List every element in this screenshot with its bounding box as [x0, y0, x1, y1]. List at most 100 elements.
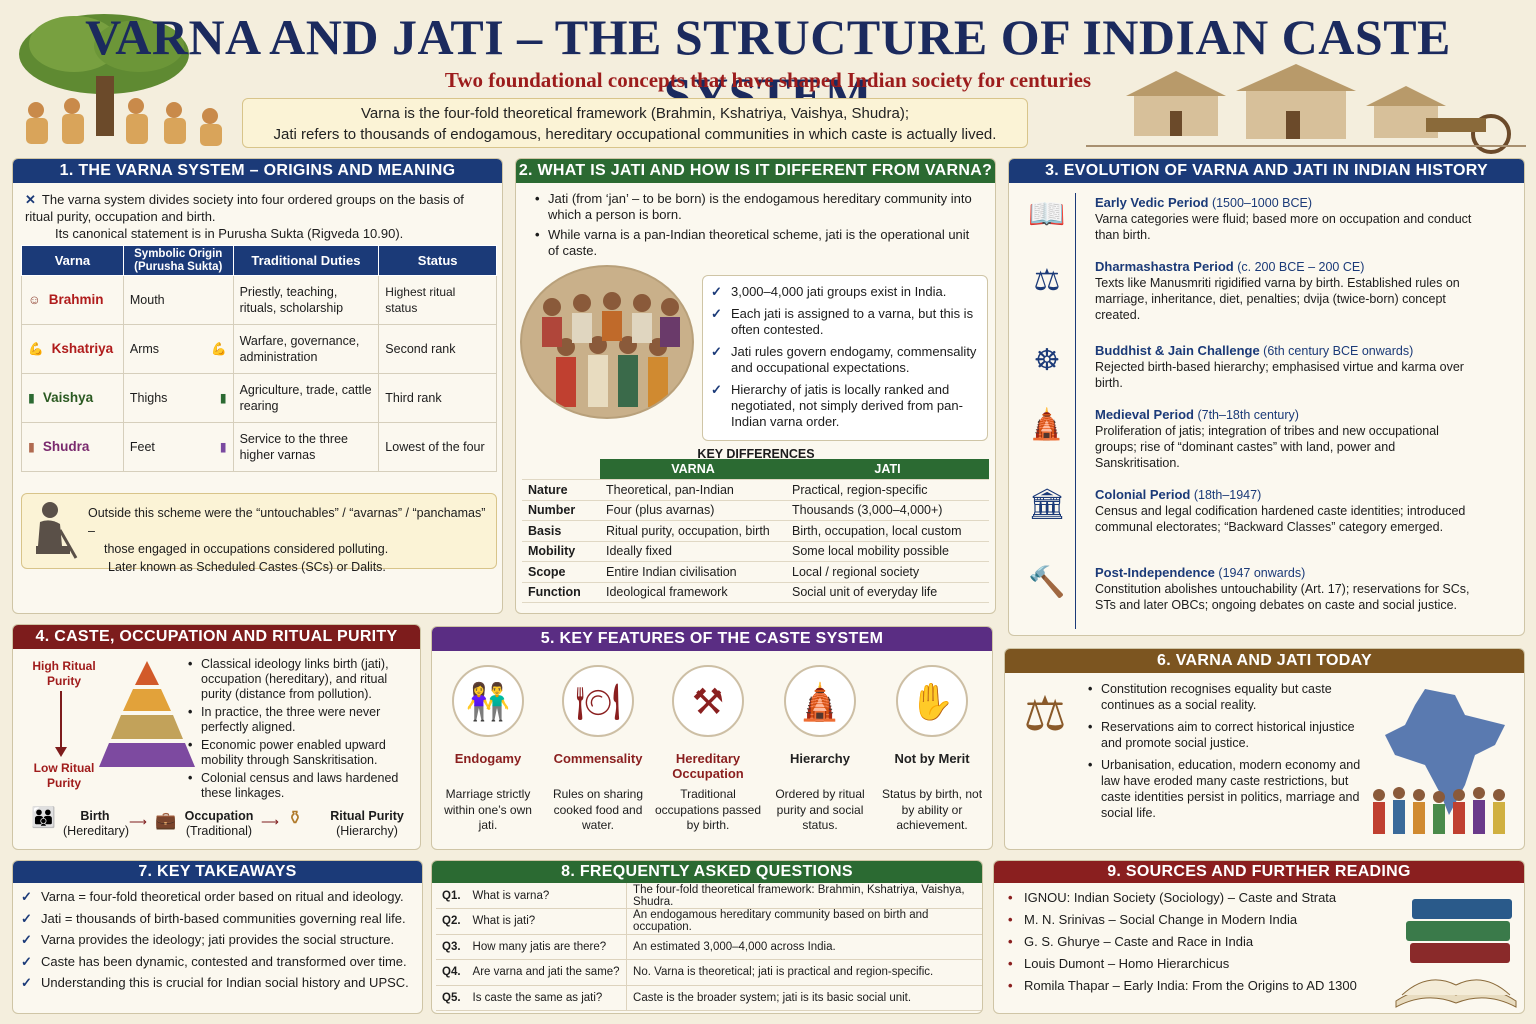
kd-varna: Ritual purity, occupation, birth	[600, 520, 786, 542]
foot-icon: ▮	[28, 440, 35, 454]
kd-label: Basis	[522, 520, 600, 542]
period-name: Post-Independence	[1095, 565, 1215, 580]
section-jati: 2. WHAT IS JATI AND HOW IS IT DIFFERENT …	[515, 158, 996, 614]
feature-not-by-merit: ✋ Not by Merit Status by birth, not by a…	[878, 665, 986, 834]
section-key-features: 5. KEY FEATURES OF THE CASTE SYSTEM 👫 En…	[431, 626, 993, 850]
intro-line-2: Jati refers to thousands of endogamous, …	[273, 126, 997, 143]
jati-fact: Jati rules govern endogamy, commensality…	[707, 344, 981, 376]
section-8-title: 8. FREQUENTLY ASKED QUESTIONS	[432, 861, 982, 883]
period-date: (6th century BCE onwards)	[1263, 344, 1414, 358]
books-illustration	[1392, 891, 1522, 1011]
leg-icon: ▮	[28, 391, 35, 405]
takeaway-list: Varna = four-fold theoretical order base…	[13, 883, 422, 991]
faq-question: Is caste the same as jati?	[466, 985, 628, 1011]
outside-scheme-box: Outside this scheme were the “untouchabl…	[21, 493, 497, 574]
flow-row: 👪 Birth(Hereditary) ⟶ 💼 Occupation(Tradi…	[29, 807, 419, 843]
feature-name: Hereditary Occupation	[672, 751, 744, 781]
timeline-item: Medieval Period (7th–18th century)Prolif…	[1095, 407, 1475, 471]
page-title: VARNA AND JATI – THE STRUCTURE OF INDIAN…	[85, 9, 1451, 123]
tree-illustration	[14, 6, 234, 152]
page-subtitle: Two foundational concepts that have shap…	[444, 68, 1092, 92]
section-varna-system: 1. THE VARNA SYSTEM – ORIGINS AND MEANIN…	[12, 158, 503, 614]
flow-birth: Birth	[80, 809, 110, 823]
feature-desc: Marriage strictly within one’s own jati.	[444, 787, 532, 832]
faq-row[interactable]: Q2.What is jati?An endogamous hereditary…	[436, 908, 982, 935]
feature-endogamy: 👫 Endogamy Marriage strictly within one’…	[434, 665, 542, 834]
low-purity-label: Low Ritual Purity	[33, 761, 95, 790]
sweeper-icon	[30, 500, 80, 562]
intro-box: Varna is the four-fold theoretical frame…	[242, 98, 1028, 148]
feature-name: Not by Merit	[894, 751, 970, 766]
feature-desc: Traditional occupations passed by birth.	[654, 787, 762, 832]
faq-question: What is varna?	[466, 883, 628, 909]
kd-jati: Birth, occupation, local custom	[786, 520, 989, 542]
stop-hand-icon: ✋	[896, 665, 968, 737]
jati-bullet: While varna is a pan-Indian theoretical …	[532, 227, 982, 259]
section-7-title: 7. KEY TAKEAWAYS	[13, 861, 422, 883]
faq-row[interactable]: Q1.What is varna?The four-fold theoretic…	[436, 883, 982, 909]
duties-cell: Agriculture, trade, cattle rearing	[232, 373, 380, 423]
jati-bullet: Jati (from ‘jan’ – to be born) is the en…	[532, 191, 982, 223]
duties-cell: Warfare, governance, administration	[232, 324, 380, 374]
jati-fact: Hierarchy of jatis is locally ranked and…	[707, 382, 981, 430]
varna-intro: ✕The varna system divides society into f…	[25, 191, 485, 242]
table-row: ▮Shudra Feet▮ Service to the three highe…	[21, 422, 497, 472]
th-varna: Varna	[21, 245, 124, 276]
period-name: Dharmashastra Period	[1095, 259, 1234, 274]
origin-cell: Feet	[129, 440, 155, 454]
scales-icon: ⚖	[1023, 688, 1067, 741]
faq-number: Q1.	[436, 883, 467, 909]
kd-label: Function	[522, 582, 600, 603]
couple-icon: 👫	[452, 665, 524, 737]
faq-answer: An endogamous hereditary community based…	[626, 908, 982, 935]
purity-bullets: Classical ideology links birth (jati), o…	[185, 657, 415, 804]
faq-question: Are varna and jati the same?	[466, 959, 628, 986]
period-date: (1500–1000 BCE)	[1211, 196, 1313, 210]
purity-bullet: Colonial census and laws hardened these …	[185, 771, 415, 801]
faq-answer: An estimated 3,000–4,000 across India.	[626, 934, 982, 960]
outside-line-3: Later known as Scheduled Castes (SCs) or…	[108, 560, 386, 574]
scales-icon: ⚖	[1033, 264, 1061, 297]
briefcase-icon: 💼	[155, 811, 177, 830]
period-date: (c. 200 BCE – 200 CE)	[1237, 260, 1365, 274]
jati-facts-box: 3,000–4,000 jati groups exist in India. …	[702, 275, 988, 441]
varna-name: Shudra	[42, 439, 90, 454]
section-1-title: 1. THE VARNA SYSTEM – ORIGINS AND MEANIN…	[13, 159, 502, 183]
period-name: Early Vedic Period	[1095, 195, 1209, 210]
feature-desc: Rules on sharing cooked food and water.	[552, 787, 644, 832]
kd-col-varna: VARNA	[600, 459, 786, 480]
arm-icon: 💪	[28, 342, 44, 356]
flow-occupation-sub: (Traditional)	[185, 824, 253, 838]
outside-line-2: those engaged in occupations considered …	[104, 542, 389, 556]
outside-line-1: Outside this scheme were the “untouchabl…	[88, 506, 486, 538]
period-date: (18th–1947)	[1193, 488, 1262, 502]
source-item: M. N. Srinivas – Social Change in Modern…	[1002, 909, 1524, 931]
faq-row[interactable]: Q4.Are varna and jati the same?No. Varna…	[436, 959, 982, 986]
origin-cell: Mouth	[122, 275, 234, 325]
arrow-icon: ⟶	[129, 815, 147, 829]
feature-hierarchy: 🛕 Hierarchy Ordered by ritual purity and…	[766, 665, 874, 834]
section-9-title: 9. SOURCES AND FURTHER READING	[994, 861, 1524, 883]
source-item: Romila Thapar – Early India: From the Or…	[1002, 975, 1524, 997]
timeline-item: Dharmashastra Period (c. 200 BCE – 200 C…	[1095, 259, 1475, 323]
leg-icon: ▮	[219, 391, 227, 405]
faq-question: How many jatis are there?	[466, 934, 628, 960]
period-text: Constitution abolishes untouchability (A…	[1095, 582, 1470, 612]
faq-row[interactable]: Q3.How many jatis are there?An estimated…	[436, 934, 982, 960]
th-origin: Symbolic Origin (Purusha Sukta)	[122, 245, 234, 276]
today-bullets: Constitution recognises equality but cas…	[1085, 681, 1370, 827]
kd-jati: Some local mobility possible	[786, 541, 989, 562]
period-text: Proliferation of jatis; integration of t…	[1095, 424, 1439, 470]
section-key-takeaways: 7. KEY TAKEAWAYS Varna = four-fold theor…	[12, 860, 423, 1014]
today-bullet: Urbanisation, education, modern economy …	[1085, 757, 1370, 821]
takeaway-item: Caste has been dynamic, contested and tr…	[17, 954, 416, 970]
status-cell: Third rank	[378, 373, 497, 423]
feature-desc: Ordered by ritual purity and social stat…	[775, 787, 865, 832]
th-duties: Traditional Duties	[232, 245, 380, 276]
jati-bullets: Jati (from ‘jan’ – to be born) is the en…	[532, 191, 982, 263]
faq-row[interactable]: Q5.Is caste the same as jati?Caste is th…	[436, 985, 982, 1011]
